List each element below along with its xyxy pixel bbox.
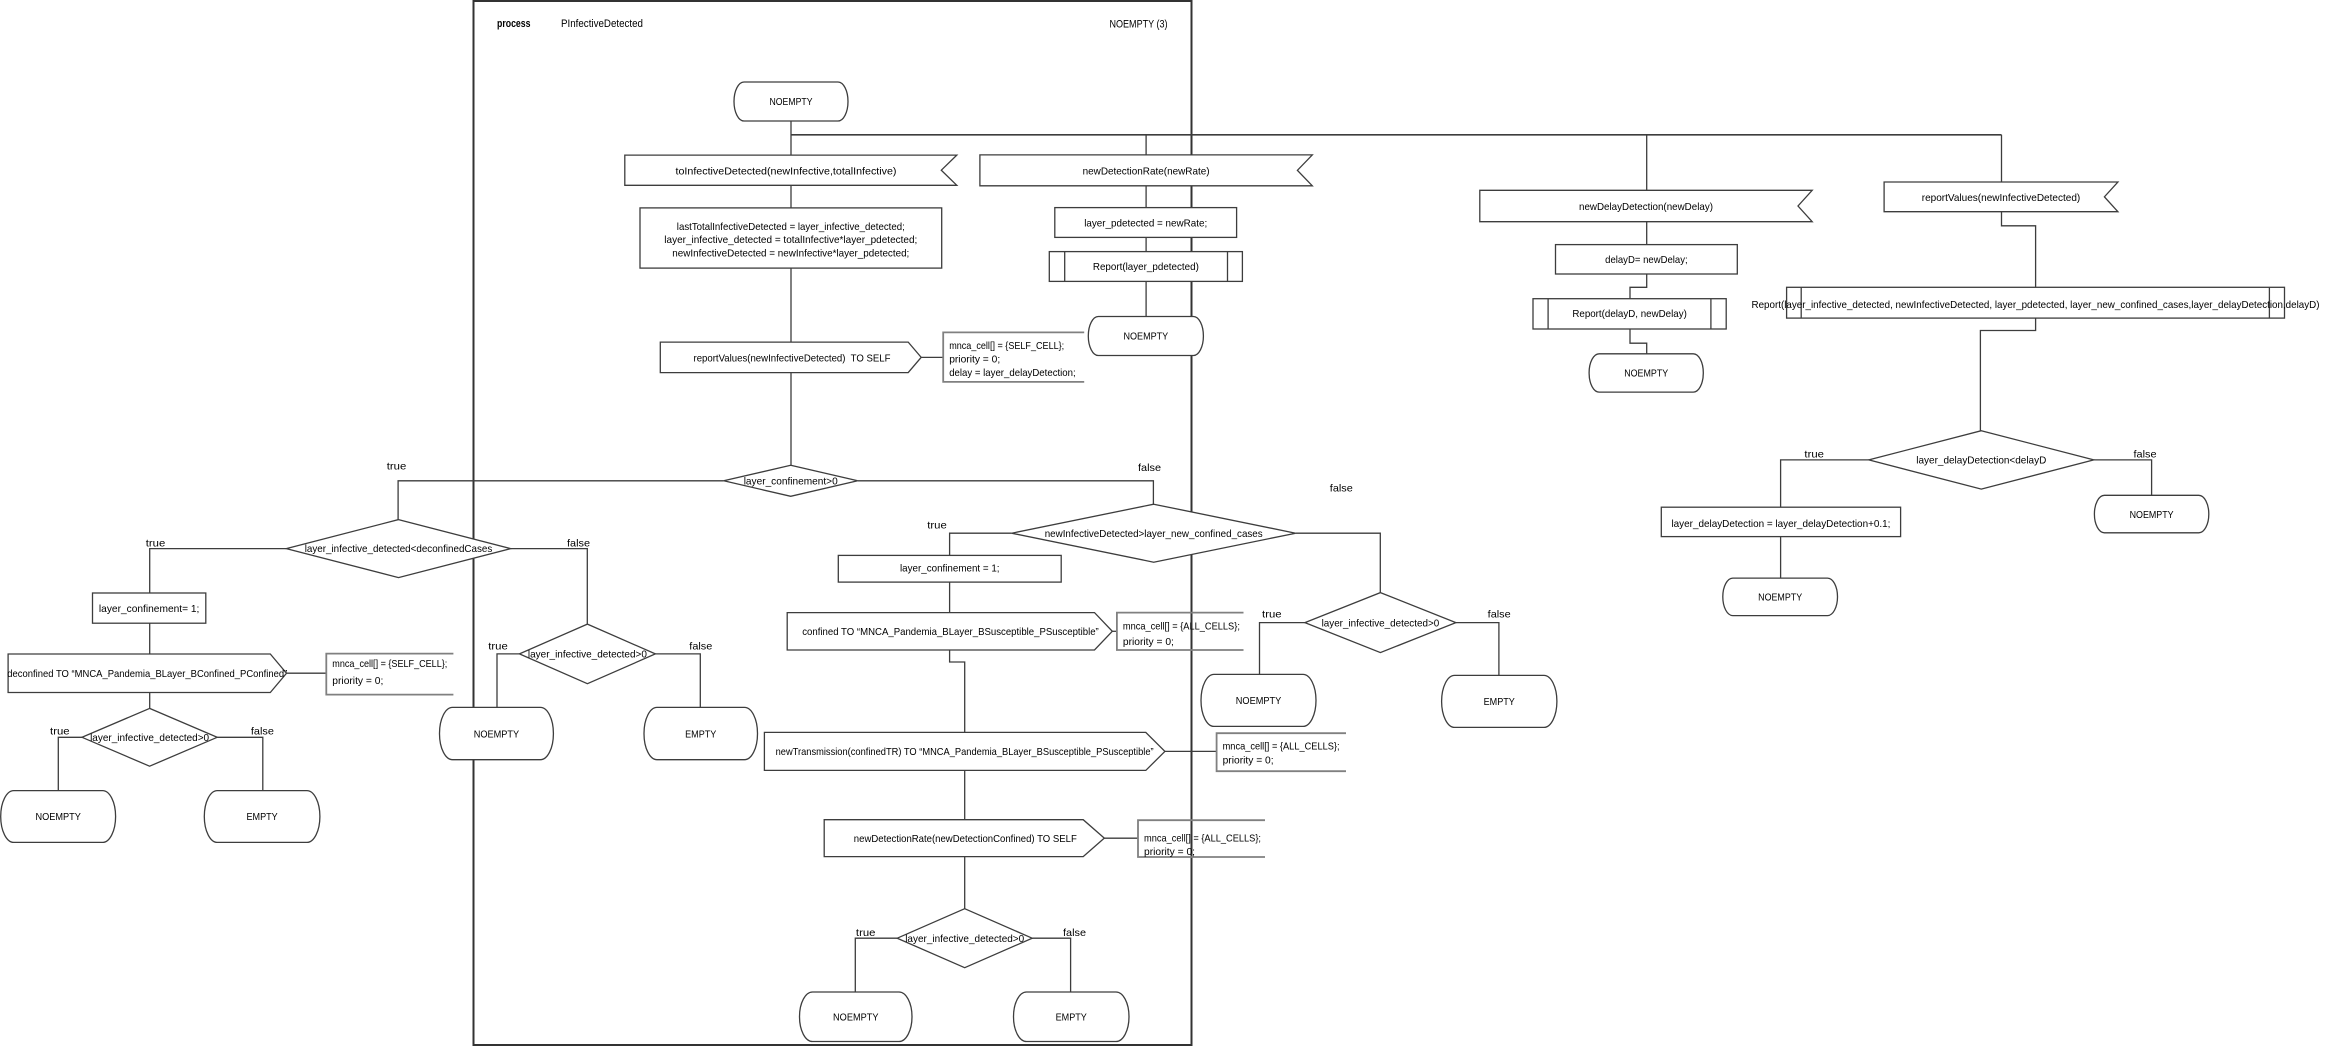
svg-text:NOEMPTY: NOEMPTY xyxy=(1758,592,1802,604)
svg-text:false: false xyxy=(1138,462,1161,474)
svg-text:layer_infective_detected>0: layer_infective_detected>0 xyxy=(1322,618,1440,630)
svg-text:layer_infective_detected = tot: layer_infective_detected = totalInfectiv… xyxy=(664,234,917,246)
svg-text:EMPTY: EMPTY xyxy=(247,811,278,823)
svg-text:mnca_cell[] = {ALL_CELLS};: mnca_cell[] = {ALL_CELLS}; xyxy=(1223,741,1340,753)
svg-text:reportValues(newInfectiveDetec: reportValues(newInfectiveDetected) xyxy=(1922,192,2081,204)
svg-text:newDetectionRate(newRate): newDetectionRate(newRate) xyxy=(1083,165,1210,177)
svg-text:NOEMPTY: NOEMPTY xyxy=(2130,509,2174,521)
svg-text:layer_confinement = 1;: layer_confinement = 1; xyxy=(900,563,1000,575)
svg-text:NOEMPTY: NOEMPTY xyxy=(1236,695,1281,707)
svg-text:NOEMPTY: NOEMPTY xyxy=(833,1011,878,1023)
svg-text:true: true xyxy=(146,537,166,549)
svg-text:layer_pdetected = newRate;: layer_pdetected = newRate; xyxy=(1084,217,1207,229)
svg-text:toInfectiveDetected(newInfecti: toInfectiveDetected(newInfective,totalIn… xyxy=(676,165,897,177)
svg-text:newDetectionRate(newDetectionC: newDetectionRate(newDetectionConfined) T… xyxy=(854,833,1077,845)
svg-text:NOEMPTY (3): NOEMPTY (3) xyxy=(1110,19,1168,31)
svg-text:true: true xyxy=(488,641,508,653)
svg-text:EMPTY: EMPTY xyxy=(1056,1011,1087,1023)
svg-text:NOEMPTY: NOEMPTY xyxy=(770,96,813,108)
svg-text:Report(layer_infective_detecte: Report(layer_infective_detected, newInfe… xyxy=(1752,299,2320,311)
svg-text:delay = layer_delayDetection;: delay = layer_delayDetection; xyxy=(949,367,1075,379)
svg-text:PInfectiveDetected: PInfectiveDetected xyxy=(561,18,643,30)
svg-text:mnca_cell[] = {SELF_CELL};: mnca_cell[] = {SELF_CELL}; xyxy=(949,340,1064,352)
svg-text:newInfectiveDetected = newInfe: newInfectiveDetected = newInfective*laye… xyxy=(672,247,909,259)
svg-text:false: false xyxy=(1063,927,1086,939)
svg-text:deconfined TO “MNCA_Pandemia_B: deconfined TO “MNCA_Pandemia_BLayer_BCon… xyxy=(7,668,287,680)
svg-text:false: false xyxy=(251,726,274,738)
svg-text:false: false xyxy=(689,641,712,653)
svg-text:newDelayDetection(newDelay): newDelayDetection(newDelay) xyxy=(1579,201,1713,213)
svg-text:reportValues(newInfectiveDetec: reportValues(newInfectiveDetected) TO SE… xyxy=(694,352,891,364)
svg-text:false: false xyxy=(567,537,590,549)
svg-text:true: true xyxy=(1804,449,1824,461)
svg-text:priority = 0;: priority = 0; xyxy=(332,675,383,687)
svg-text:NOEMPTY: NOEMPTY xyxy=(1624,368,1668,380)
svg-text:layer_infective_detected>0: layer_infective_detected>0 xyxy=(905,933,1024,945)
svg-text:layer_delayDetection = layer_d: layer_delayDetection = layer_delayDetect… xyxy=(1671,518,1890,530)
svg-text:confined TO “MNCA_Pandemia_BLa: confined TO “MNCA_Pandemia_BLayer_BSusce… xyxy=(802,626,1099,638)
svg-text:NOEMPTY: NOEMPTY xyxy=(1124,331,1169,343)
svg-text:NOEMPTY: NOEMPTY xyxy=(35,811,80,823)
svg-text:layer_delayDetection<delayD: layer_delayDetection<delayD xyxy=(1916,455,2046,467)
svg-text:true: true xyxy=(387,461,407,473)
svg-text:mnca_cell[] = {ALL_CELLS};: mnca_cell[] = {ALL_CELLS}; xyxy=(1123,621,1240,633)
svg-text:NOEMPTY: NOEMPTY xyxy=(474,728,519,740)
svg-text:layer_infective_detected>0: layer_infective_detected>0 xyxy=(90,732,209,744)
svg-text:newTransmission(confinedTR) TO: newTransmission(confinedTR) TO “MNCA_Pan… xyxy=(776,746,1154,758)
svg-text:mnca_cell[] = {ALL_CELLS};: mnca_cell[] = {ALL_CELLS}; xyxy=(1144,833,1261,845)
svg-text:priority = 0;: priority = 0; xyxy=(1123,636,1174,648)
svg-text:false: false xyxy=(1330,483,1353,495)
svg-text:priority = 0;: priority = 0; xyxy=(1223,755,1274,767)
svg-text:layer_confinement= 1;: layer_confinement= 1; xyxy=(99,603,200,615)
svg-text:newInfectiveDetected>layer_new: newInfectiveDetected>layer_new_confined_… xyxy=(1045,528,1263,540)
svg-text:false: false xyxy=(2134,449,2157,461)
svg-text:process: process xyxy=(497,18,531,30)
svg-text:true: true xyxy=(856,927,876,939)
svg-text:Report(delayD, newDelay): Report(delayD, newDelay) xyxy=(1572,308,1687,320)
svg-text:layer_infective_detected>0: layer_infective_detected>0 xyxy=(528,649,647,661)
svg-text:Report(layer_pdetected): Report(layer_pdetected) xyxy=(1093,261,1199,273)
svg-text:lastTotalInfectiveDetected = l: lastTotalInfectiveDetected = layer_infec… xyxy=(677,221,905,233)
svg-text:EMPTY: EMPTY xyxy=(685,728,716,740)
svg-text:layer_confinement>0: layer_confinement>0 xyxy=(744,476,838,488)
svg-text:mnca_cell[] = {SELF_CELL};: mnca_cell[] = {SELF_CELL}; xyxy=(332,658,447,670)
svg-text:true: true xyxy=(927,520,947,532)
svg-text:false: false xyxy=(1488,609,1511,621)
svg-text:layer_infective_detected<decon: layer_infective_detected<deconfinedCases xyxy=(305,543,493,555)
svg-text:priority = 0;: priority = 0; xyxy=(949,354,1000,366)
svg-text:priority = 0;: priority = 0; xyxy=(1144,846,1195,858)
svg-text:true: true xyxy=(1262,609,1282,621)
svg-text:true: true xyxy=(50,726,70,738)
svg-text:EMPTY: EMPTY xyxy=(1484,696,1515,708)
svg-text:delayD= newDelay;: delayD= newDelay; xyxy=(1605,254,1688,266)
